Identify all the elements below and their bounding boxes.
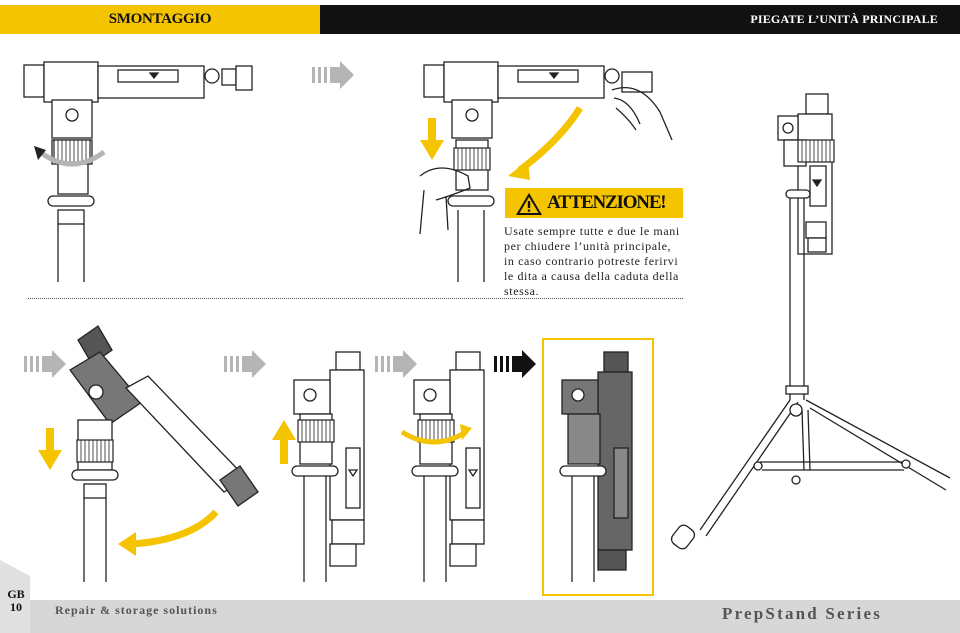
header-page-title: PIEGATE L’UNITÀ PRINCIPALE [320,5,960,34]
header-section-title: SMONTAGGIO [0,5,320,34]
step-arrow-icon [494,350,536,378]
warning-text: Usate sempre tutte e due le mani per chi… [504,224,694,299]
curved-arrow-icon [517,106,583,173]
step4-illustration [291,351,365,582]
rotate-arrow-icon [400,429,468,445]
step-arrow-icon [24,350,66,378]
warning-line: per chiudere l’unità principale, [504,239,672,253]
step6-illustration [559,351,633,582]
footer-bar [0,600,960,633]
footer-product-name: PrepStand Series [722,604,883,623]
language-code: GB [7,587,25,601]
warning-line: le dita a causa della caduta della [504,269,679,283]
final-step-highlight-frame [542,338,654,596]
knurled-collar-icon [453,147,491,171]
section-divider [28,298,683,299]
section-title-text: SMONTAGGIO [108,11,212,27]
step-arrow-icon [312,61,354,89]
language-page-label: GB 10 [4,588,28,614]
footer-tagline: Repair & storage solutions [55,603,218,617]
curved-arrow-icon [131,509,219,548]
up-arrow-icon [272,420,296,464]
page-title-text: PIEGATE L’UNITÀ PRINCIPALE [750,12,938,26]
step5-illustration [411,351,485,582]
down-arrow-icon [420,118,444,160]
warning-line: stessa. [504,284,540,298]
knurled-collar-icon [76,439,114,463]
knurled-collar-icon [797,139,835,163]
step-arrow-icon [375,350,417,378]
knurled-collar-icon [297,419,335,443]
warning-title: ATTENZIONE! [547,192,667,213]
down-arrow-icon [38,428,62,470]
step1-illustration [23,61,253,282]
step2-illustration [419,61,673,282]
warning-title-box: ATTENZIONE! [505,188,683,218]
rotate-arrow-icon [38,149,106,167]
warning-line: Usate sempre tutte e due le mani [504,224,680,238]
knurled-collar-icon [53,139,91,163]
tripod-illustration [670,93,951,550]
page-number: 10 [10,600,22,614]
step-arrow-icon [224,350,266,378]
warning-triangle-icon [516,193,542,215]
warning-line: in caso contrario potreste ferirvi [504,254,679,268]
